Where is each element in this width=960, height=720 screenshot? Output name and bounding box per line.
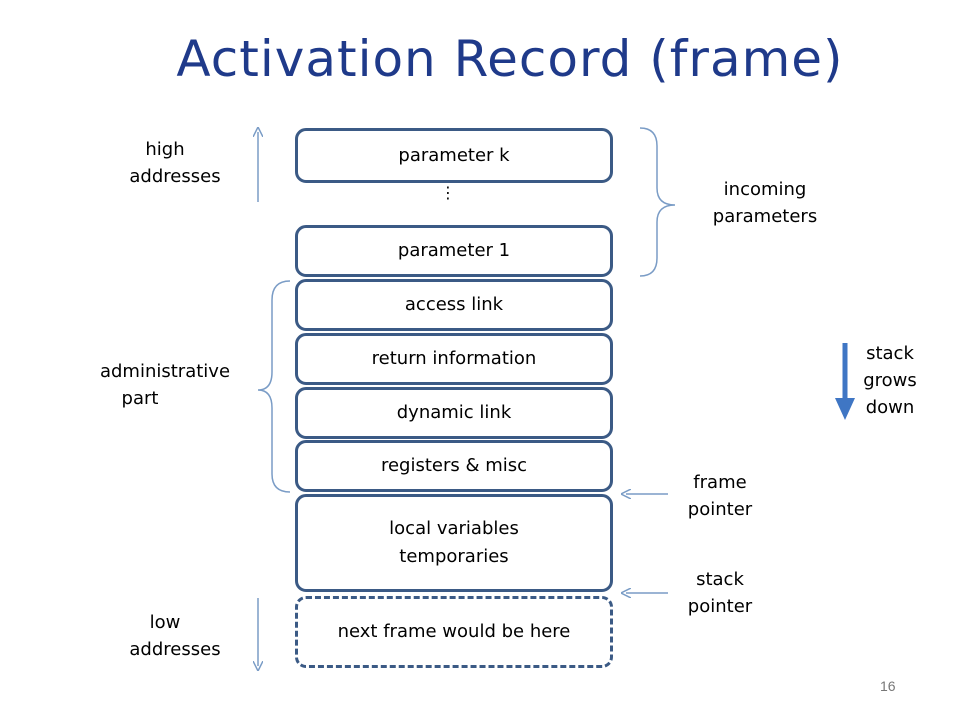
parameter-1-box: parameter 1 — [295, 225, 613, 277]
dynamic-link-box: dynamic link — [295, 387, 613, 439]
stack-grows-down-label: stack grows down — [863, 343, 917, 418]
return-information-label: return information — [371, 348, 537, 369]
page-title: Activation Record (frame) — [176, 30, 844, 88]
parameter-k-box: parameter k — [295, 128, 613, 183]
low-addresses-label: low addresses — [129, 612, 221, 660]
access-link-box: access link — [295, 279, 613, 331]
dynamic-link-label: dynamic link — [396, 402, 512, 423]
registers-misc-label: registers & misc — [380, 455, 528, 476]
local-variables-label: local variables — [389, 518, 519, 539]
incoming-parameters-label: incoming parameters — [712, 179, 818, 227]
frame-pointer-label: frame pointer — [687, 472, 753, 520]
page-number: 16 — [880, 678, 896, 694]
return-information-box: return information — [295, 333, 613, 385]
incoming-brace — [639, 127, 676, 277]
parameter-1-label: parameter 1 — [397, 240, 511, 261]
next-frame-label: next frame would be here — [337, 621, 571, 642]
registers-misc-box: registers & misc — [295, 440, 613, 492]
local-variables-box: local variables temporaries — [295, 494, 613, 592]
next-frame-box: next frame would be here — [295, 596, 613, 668]
temporaries-label: temporaries — [399, 546, 509, 567]
stack-pointer-label: stack pointer — [687, 569, 753, 617]
high-addresses-label: high addresses — [129, 139, 221, 187]
access-link-label: access link — [404, 294, 504, 315]
administrative-brace — [257, 280, 291, 493]
administrative-part-label: administrative part — [99, 361, 231, 409]
parameter-k-label: parameter k — [398, 144, 510, 166]
